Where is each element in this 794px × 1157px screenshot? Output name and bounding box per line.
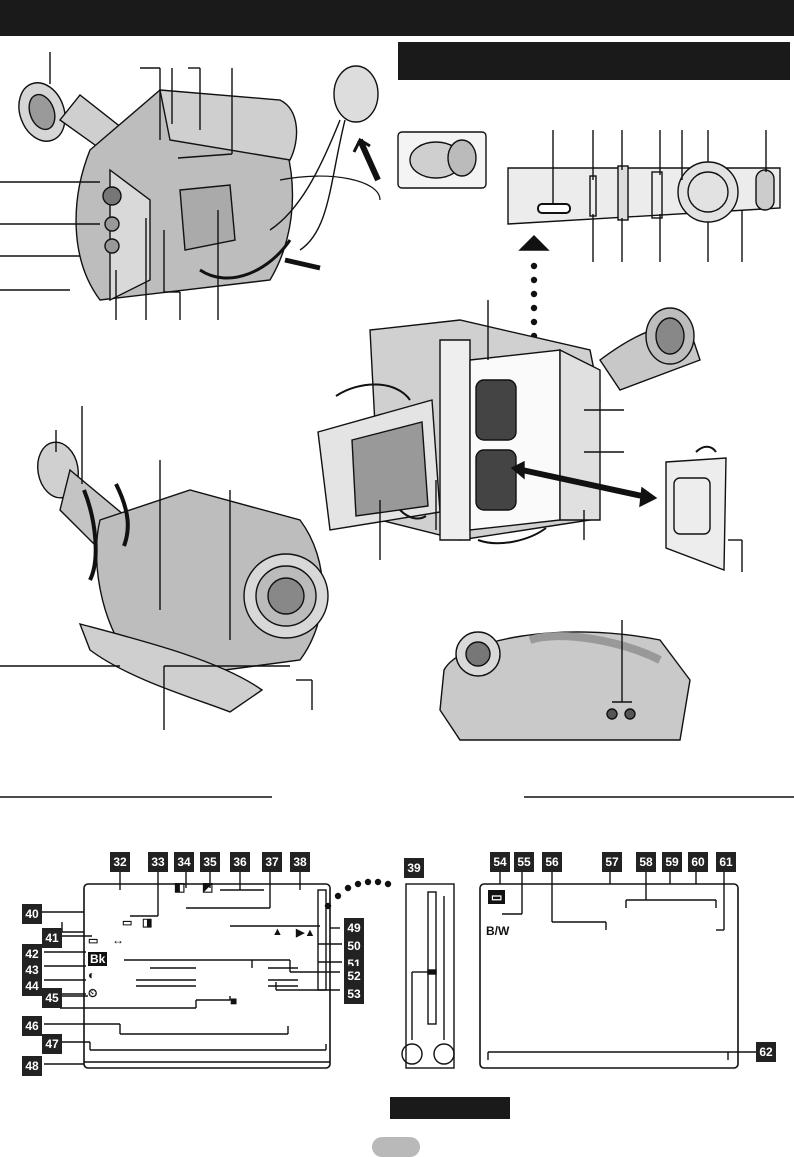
page-number-badge [372,1137,420,1157]
callout-37: 37 [262,852,282,872]
callout-36: 36 [230,852,250,872]
callout-45: 45 [42,988,62,1008]
footer-label-pill [390,1097,510,1119]
callout-55: 55 [514,852,534,872]
camcorder-side-view [0,52,381,320]
camcorder-open-lcd [317,300,743,572]
backlight-icon: ▶▲ [296,927,316,939]
callout-57: 57 [602,852,622,872]
snapshot-icon: ■ [230,994,238,1008]
callout-32: 32 [110,852,130,872]
callout-42: 42 [22,944,42,964]
callout-58: 58 [636,852,656,872]
callout-33: 33 [148,852,168,872]
callout-48: 48 [22,1056,42,1076]
callout-50: 50 [344,936,364,956]
callout-34: 34 [174,852,194,872]
callout-53: 53 [344,984,364,1004]
self-timer-icon: ⏲ [88,986,98,1000]
program-ae-icon: ◐ [88,968,96,982]
callout-54: 54 [490,852,510,872]
header-bar [0,0,794,36]
focus-icon: ▲ [272,926,283,938]
callout-38: 38 [290,852,310,872]
bw-label: B/W [486,924,510,938]
camcorder-rear-view [439,620,691,741]
camcorder-front-view [0,406,329,730]
callout-49: 49 [344,918,364,938]
brightness-icon: ◨ [142,917,153,929]
callout-39: 39 [404,858,424,878]
callout-62: 62 [756,1042,776,1062]
section-heading-bar [398,42,790,80]
callout-47: 47 [42,1034,62,1054]
callout-44: 44 [22,976,42,996]
callout-60: 60 [688,852,708,872]
callout-43: 43 [22,960,42,980]
tape-icon-small: ▭ [88,935,99,947]
callout-41: 41 [42,928,62,948]
bk-label: Bk [88,952,108,966]
exposure-icon: ◧ [174,880,186,894]
arrows-icon: ↔ [112,933,124,947]
cassette-icon: ▭ [488,890,506,904]
callout-59: 59 [662,852,682,872]
control-panel-strip [507,130,781,262]
callout-52: 52 [344,966,364,986]
callout-35: 35 [200,852,220,872]
callout-46: 46 [22,1016,42,1036]
callout-56: 56 [542,852,562,872]
callout-40: 40 [22,904,42,924]
tape-icon: ▭ [122,917,133,929]
white-balance-icon: ◩ [202,880,214,894]
callout-61: 61 [716,852,736,872]
